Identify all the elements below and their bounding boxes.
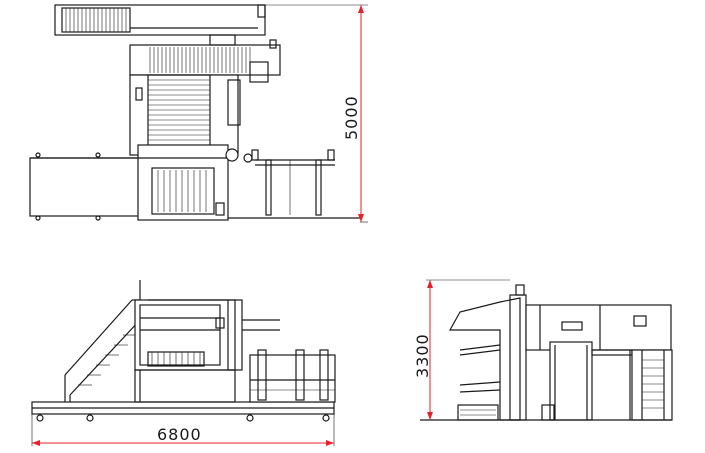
plan-view bbox=[29, 4, 360, 221]
front-output-section bbox=[249, 349, 336, 403]
front-length-label: 6800 bbox=[157, 425, 202, 444]
front-view bbox=[31, 280, 336, 422]
side-view bbox=[420, 284, 673, 421]
plan-height-label: 5000 bbox=[342, 95, 361, 140]
dimension-side-height: 3300 bbox=[413, 279, 510, 421]
dimension-front-length: 6800 bbox=[31, 414, 335, 446]
plan-base bbox=[29, 144, 360, 221]
dimension-plan-height: 5000 bbox=[265, 4, 368, 223]
side-central-frame bbox=[525, 304, 672, 421]
front-press-body bbox=[134, 299, 280, 403]
plan-infeed-conveyor bbox=[54, 4, 266, 36]
plan-main-body bbox=[129, 34, 281, 156]
plan-guide-rails bbox=[251, 149, 335, 216]
side-height-label: 3300 bbox=[413, 333, 432, 378]
side-hopper bbox=[448, 284, 527, 421]
side-ladder bbox=[629, 349, 673, 421]
front-staircase bbox=[64, 280, 141, 402]
